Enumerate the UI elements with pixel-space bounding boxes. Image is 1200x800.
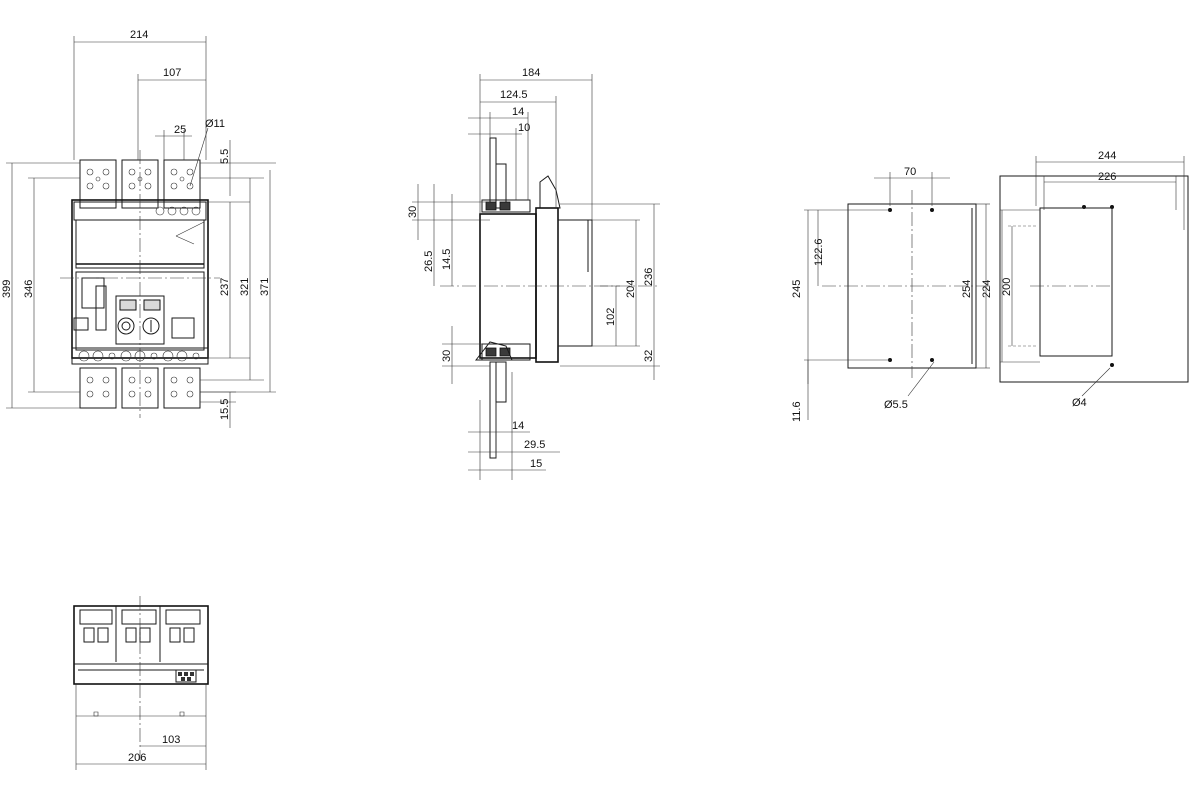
dim-30-top: 30 — [407, 206, 419, 218]
dim-206: 206 — [128, 752, 146, 764]
dim-dia-5-5: Ø5.5 — [884, 399, 908, 411]
dim-226: 226 — [1098, 171, 1116, 183]
dim-103: 103 — [162, 734, 180, 746]
dim-399: 399 — [1, 280, 13, 298]
bottom-housing — [73, 605, 209, 685]
door-cutout — [999, 175, 1189, 383]
bottom-view: 103 206 — [73, 596, 209, 770]
dim-237: 237 — [219, 278, 231, 296]
dim-224: 224 — [981, 280, 993, 298]
dim-236: 236 — [643, 268, 655, 286]
dim-5-5: 5.5 — [219, 149, 231, 164]
dim-124-5: 124.5 — [500, 89, 528, 101]
dim-15-5: 15.5 — [219, 399, 231, 420]
dim-14-bottom: 14 — [512, 420, 524, 432]
dim-14-5: 14.5 — [441, 249, 453, 270]
dim-254: 254 — [961, 280, 973, 298]
dim-346: 346 — [23, 280, 35, 298]
bottom-terminals — [79, 367, 201, 409]
dim-15: 15 — [530, 458, 542, 470]
dim-70: 70 — [904, 166, 916, 178]
dim-321: 321 — [239, 278, 251, 296]
dim-122-6: 122.6 — [813, 238, 825, 266]
dim-245: 245 — [791, 280, 803, 298]
side-view: 184 124.5 14 10 30 26.5 14.5 204 236 102… — [407, 67, 660, 480]
dim-29-5: 29.5 — [524, 439, 545, 451]
dim-10: 10 — [518, 122, 530, 134]
dim-26-5: 26.5 — [423, 251, 435, 272]
dim-371: 371 — [259, 278, 271, 296]
dim-200: 200 — [1001, 278, 1013, 296]
dim-32: 32 — [643, 350, 655, 362]
dim-11-6: 11.6 — [791, 401, 803, 422]
dim-214: 214 — [130, 29, 148, 41]
dim-107: 107 — [163, 67, 181, 79]
cutout-view: 70 244 226 122.6 245 254 224 200 11.6 Ø5… — [791, 150, 1189, 422]
dim-102: 102 — [605, 308, 617, 326]
dim-14-top: 14 — [512, 106, 524, 118]
dim-dia-11: Ø11 — [205, 118, 225, 130]
dim-25: 25 — [174, 124, 186, 136]
dim-244: 244 — [1098, 150, 1116, 162]
front-view: 214 107 25 Ø11 5.5 399 346 237 321 371 1… — [1, 29, 276, 428]
dim-184: 184 — [522, 67, 540, 79]
dim-204: 204 — [625, 280, 637, 298]
dim-dia-4: Ø4 — [1072, 397, 1087, 409]
dim-30-bottom: 30 — [441, 350, 453, 362]
